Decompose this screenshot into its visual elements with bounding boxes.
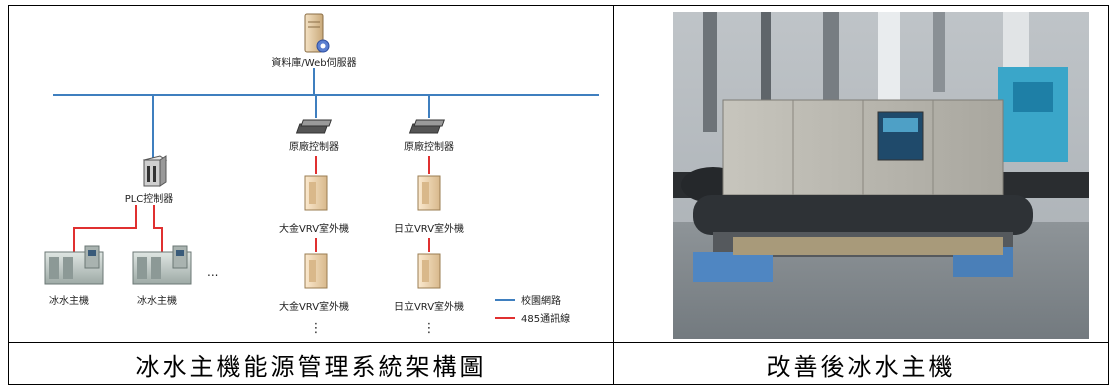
row-divider — [9, 342, 1108, 343]
controller-1-label: 原廠控制器 — [289, 140, 339, 153]
daikin-vrv-1-label: 大金VRV室外機 — [279, 222, 349, 235]
daikin-vdots: ⋮ — [310, 321, 323, 336]
hitachi-vrv-1-icon — [417, 175, 441, 211]
chiller-1-icon — [44, 245, 104, 285]
chiller-photo — [673, 12, 1089, 339]
chiller-1-label: 冰水主機 — [49, 294, 89, 307]
server-label: 資料庫/Web伺服器 — [271, 56, 356, 69]
column-divider — [613, 6, 614, 384]
hitachi-vrv-2-icon — [417, 253, 441, 289]
hitachi-vdots: ⋮ — [423, 321, 436, 336]
caption-chiller-photo: 改善後冰水主機 — [766, 352, 956, 381]
architecture-diagram: 資料庫/Web伺服器 PLC控制器 冰水主機 — [44, 13, 599, 336]
caption-architecture: 冰水主機能源管理系統架構圖 — [135, 352, 487, 381]
chiller-2-label: 冰水主機 — [137, 294, 177, 307]
plc-to-chiller-2 — [153, 205, 163, 252]
daikin-vrv-1-icon — [304, 175, 328, 211]
legend: 校園網路 485通訊線 — [495, 294, 570, 325]
daikin-vrv-2-label: 大金VRV室外機 — [279, 300, 349, 313]
plc-controller-icon — [142, 155, 168, 187]
legend-network-label: 校園網路 — [521, 294, 561, 307]
legend-rs485-label: 485通訊線 — [521, 312, 570, 325]
controller-2-icon — [408, 119, 445, 134]
hitachi-vrv-1-label: 日立VRV室外機 — [394, 222, 464, 235]
hitachi-vrv-2-label: 日立VRV室外機 — [394, 300, 464, 313]
chiller-2-icon — [132, 245, 192, 285]
plc-label: PLC控制器 — [125, 192, 174, 205]
server-icon — [304, 13, 330, 53]
daikin-vrv-2-icon — [304, 253, 328, 289]
controller-2-label: 原廠控制器 — [404, 140, 454, 153]
table-frame: 資料庫/Web伺服器 PLC控制器 冰水主機 — [8, 5, 1109, 385]
plc-to-chiller-1 — [73, 205, 137, 252]
controller-1-icon — [295, 119, 332, 134]
chiller-ellipsis: ... — [207, 265, 218, 279]
